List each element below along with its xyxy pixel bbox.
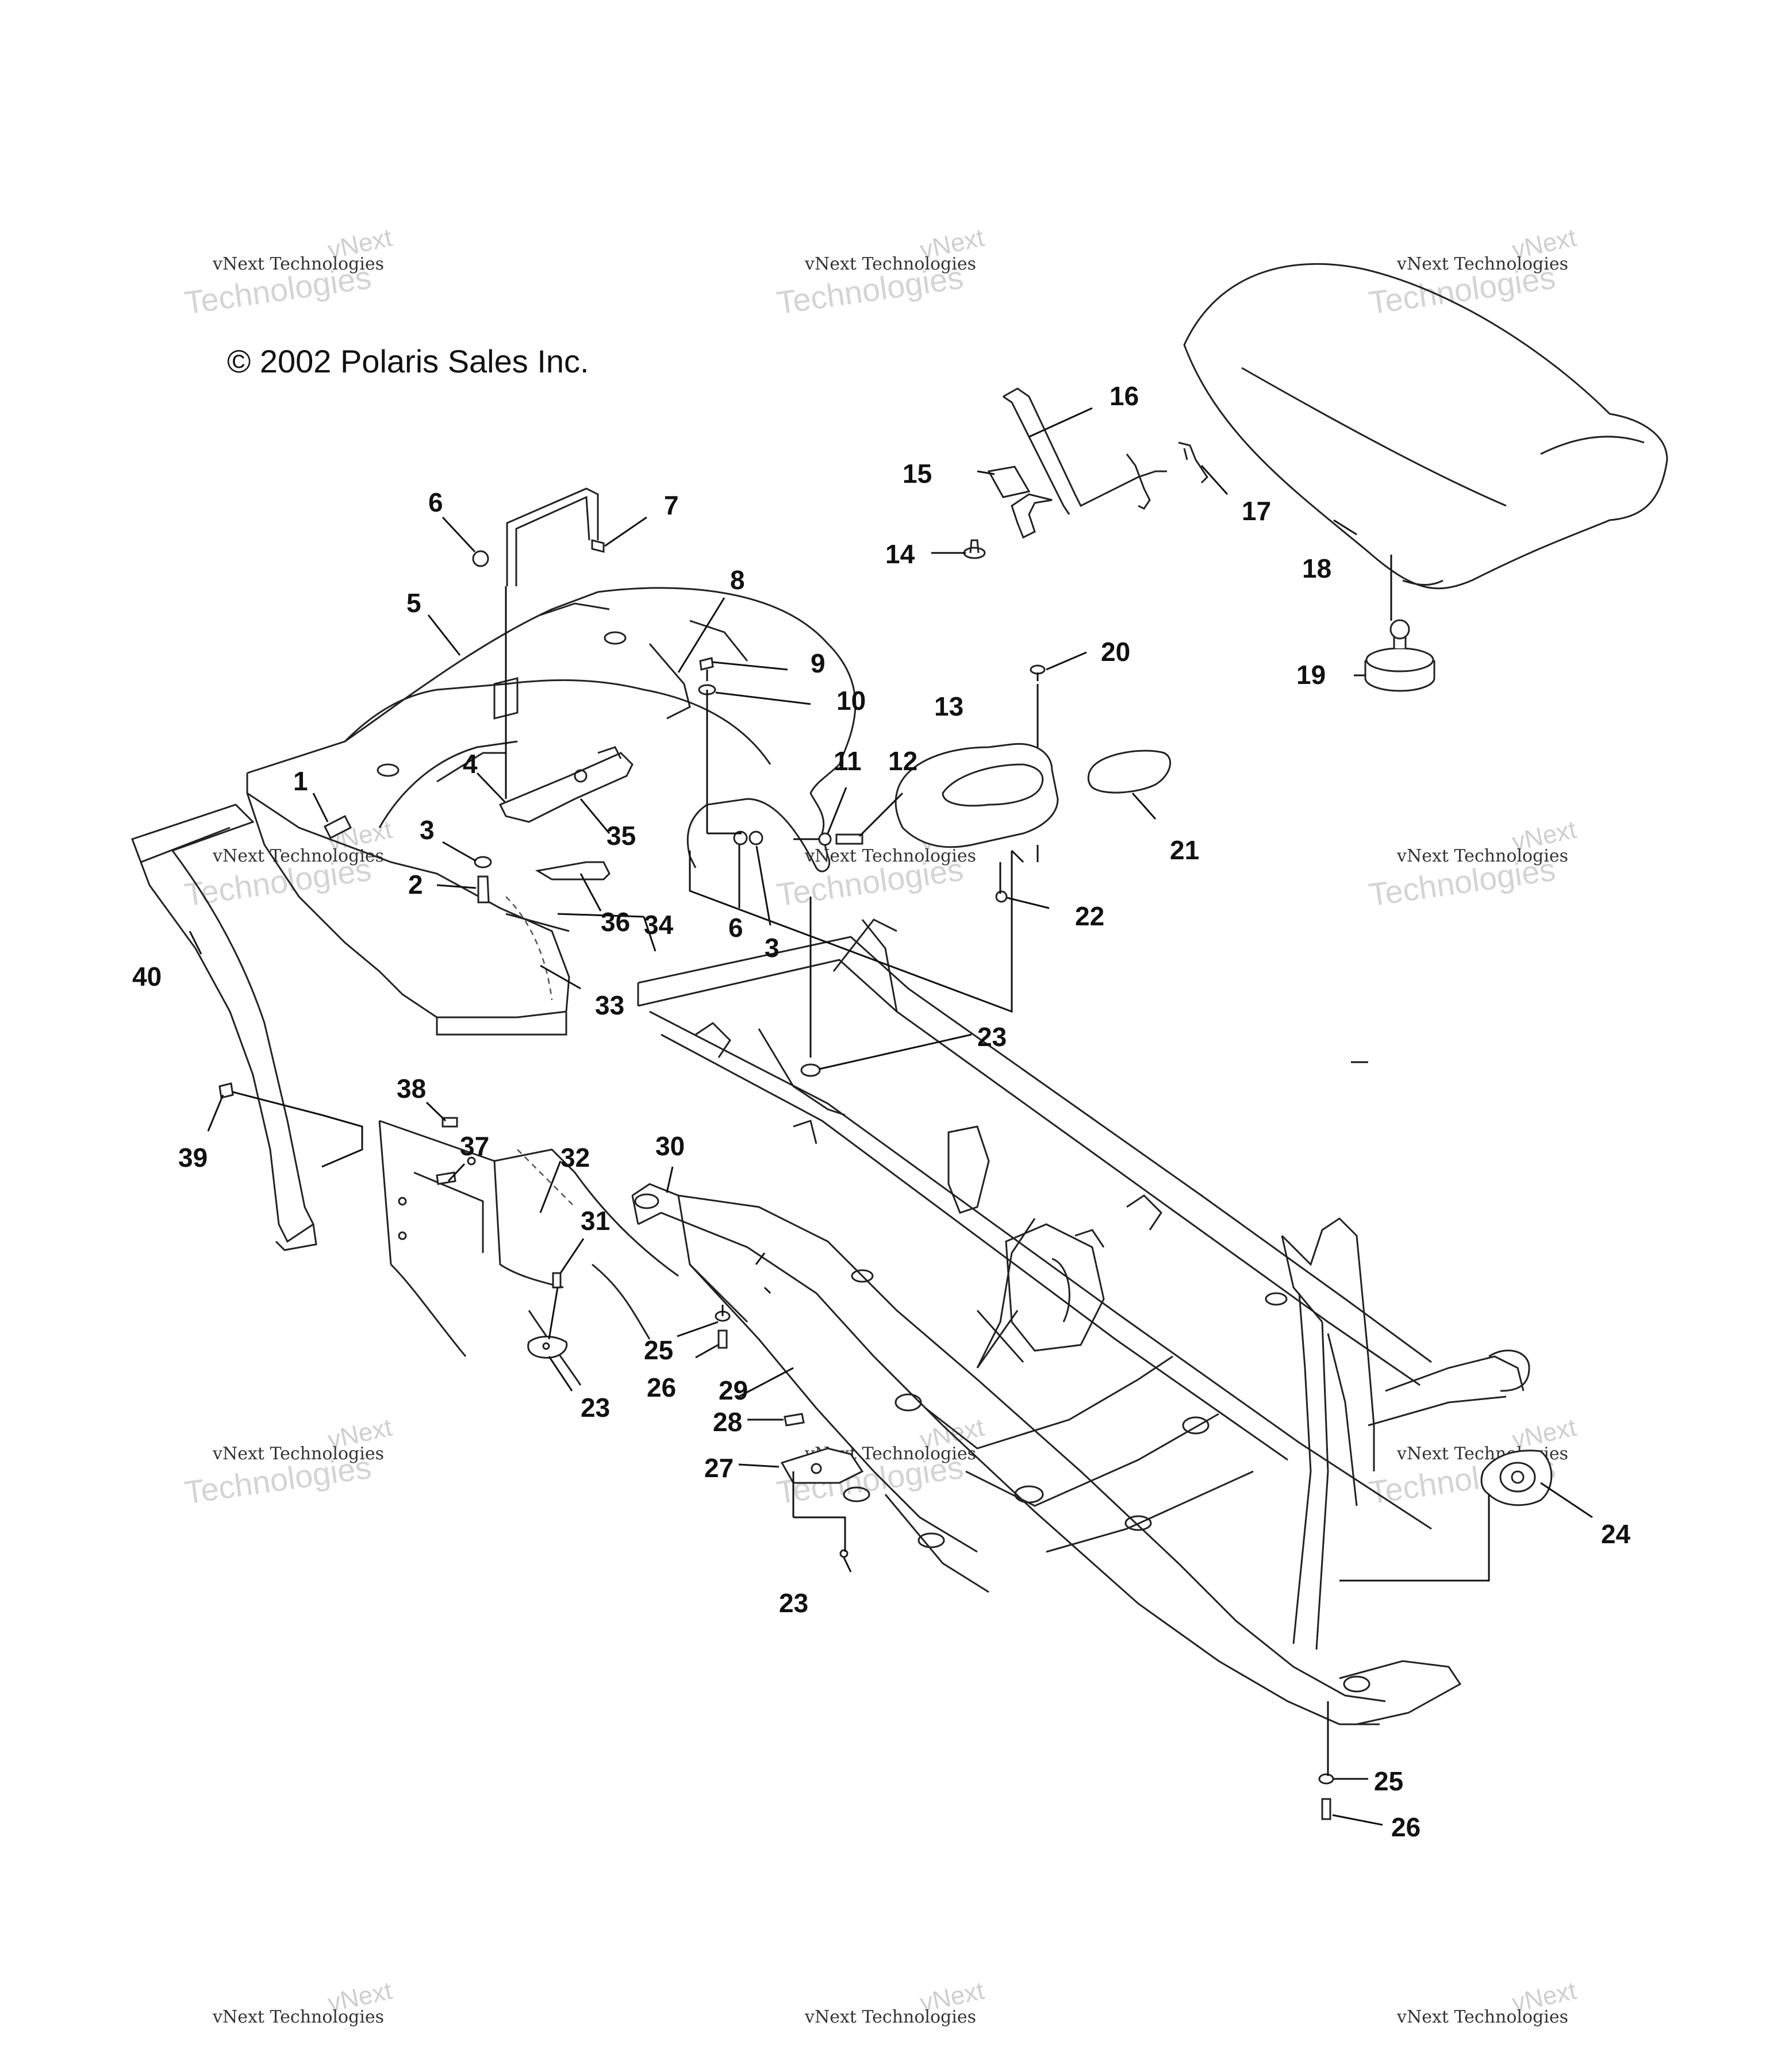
- grab-handle-part: [506, 487, 605, 586]
- seat-part: [1183, 263, 1668, 590]
- callout-27: 27: [704, 1453, 734, 1483]
- callout-25b: 25: [1374, 1766, 1403, 1796]
- callout-36: 36: [601, 907, 630, 937]
- callout-17: 17: [1242, 496, 1271, 526]
- rear-fender-part: [246, 587, 857, 1018]
- callout-3b: 3: [765, 933, 780, 963]
- callout-23-left: 23: [581, 1393, 610, 1423]
- callout-23-lower: 23: [779, 1588, 808, 1618]
- nut-23-middle-part: [800, 1063, 821, 1077]
- bolt-2-part: [477, 875, 490, 904]
- callout-21: 21: [1170, 835, 1199, 865]
- callout-14: 14: [885, 539, 915, 569]
- callout-12: 12: [888, 746, 917, 776]
- taillight-lens-part: [1087, 749, 1172, 794]
- callout-33: 33: [595, 990, 624, 1020]
- callout-26a: 26: [647, 1373, 676, 1402]
- bolt-26b-part: [1321, 1798, 1331, 1820]
- main-frame-part: [631, 918, 1530, 1725]
- washer-11-part: [818, 832, 832, 846]
- callout-5: 5: [406, 588, 421, 618]
- nut-23-lower-part: [839, 1549, 849, 1558]
- pad-23-part: [527, 1336, 568, 1359]
- callout-29: 29: [719, 1375, 748, 1405]
- callout-30: 30: [655, 1131, 685, 1161]
- footwell-part: [378, 1120, 679, 1386]
- callout-37: 37: [460, 1131, 489, 1161]
- callout-24: 24: [1601, 1519, 1631, 1549]
- screw-14-part: [963, 539, 986, 559]
- bolt-9-part: [699, 657, 714, 681]
- callout-11: 11: [834, 746, 862, 776]
- callout-13: 13: [934, 691, 963, 721]
- washer-3a-part: [474, 856, 492, 868]
- screw-20-part: [1030, 664, 1046, 681]
- callout-38: 38: [397, 1074, 426, 1104]
- washer-3b-part: [748, 831, 763, 845]
- callout-6b: 6: [728, 913, 743, 943]
- assembly-lines: [232, 586, 1490, 1776]
- callout-6a: 6: [428, 487, 443, 517]
- copyright-text: © 2002 Polaris Sales Inc.: [227, 343, 589, 379]
- callout-9: 9: [811, 648, 826, 678]
- callout-10: 10: [836, 686, 866, 716]
- taillight-housing-part: [894, 743, 1059, 848]
- bolt-12-part: [793, 833, 863, 845]
- callout-1: 1: [293, 766, 308, 796]
- bolt-37-part: [436, 1171, 456, 1185]
- callout-26b: 26: [1391, 1812, 1421, 1842]
- callout-18: 18: [1302, 553, 1331, 583]
- bracket-36-part: [535, 861, 611, 881]
- bolt-28-part: [784, 1413, 805, 1427]
- callout-40: 40: [132, 962, 162, 991]
- nut-39-part: [218, 1082, 234, 1099]
- clip-1-part: [323, 814, 352, 840]
- callout-25a: 25: [644, 1335, 673, 1365]
- bumper-24-part: [1480, 1450, 1553, 1506]
- callout-23-middle: 23: [977, 1022, 1007, 1052]
- mud-flap-part: [436, 896, 570, 1036]
- callout-35: 35: [606, 821, 636, 851]
- nut-6b-part: [733, 831, 748, 845]
- callout-20: 20: [1101, 637, 1130, 667]
- callout-labels: 16 15 14 17 18 19 20 13 21 22 23 24 30 2…: [132, 381, 1631, 1842]
- bracket-35-part: [498, 746, 634, 823]
- bolt-31-part: [552, 1272, 562, 1289]
- fender-rail-part: [131, 804, 317, 1251]
- nut-6a-part: [472, 550, 489, 567]
- callout-16: 16: [1109, 381, 1139, 411]
- callout-3a: 3: [420, 815, 435, 845]
- latch-plate-part: [987, 466, 1031, 498]
- callout-leaders: [189, 407, 1593, 1826]
- callout-7: 7: [664, 490, 679, 520]
- callout-8: 8: [730, 565, 745, 595]
- washer-25b-part: [1318, 1773, 1334, 1785]
- callout-31: 31: [581, 1206, 610, 1236]
- callout-22: 22: [1075, 901, 1104, 931]
- callout-39: 39: [178, 1143, 208, 1173]
- callout-15: 15: [903, 459, 932, 489]
- seat-latch-part: [1003, 387, 1208, 539]
- bolt-26a-part: [717, 1329, 728, 1349]
- callout-32: 32: [560, 1143, 590, 1173]
- callout-28: 28: [713, 1407, 742, 1437]
- callout-19: 19: [1296, 660, 1326, 690]
- callout-34: 34: [644, 910, 674, 940]
- bolt-38-part: [442, 1117, 458, 1128]
- nut-22-part: [995, 890, 1008, 903]
- seat-bumper-part: [1364, 555, 1435, 692]
- callout-4: 4: [463, 749, 478, 779]
- callout-2: 2: [408, 870, 423, 899]
